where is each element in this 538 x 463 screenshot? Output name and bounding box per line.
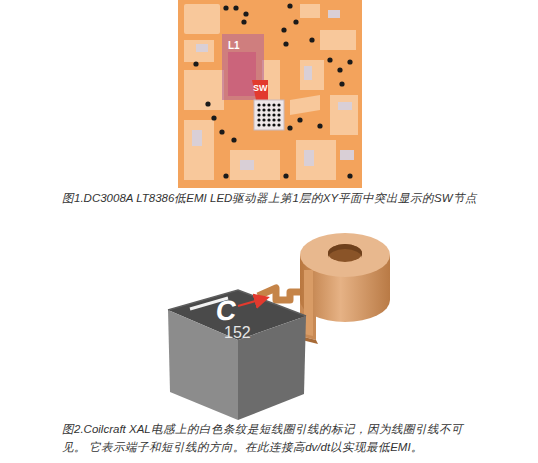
chip-pad <box>272 103 275 106</box>
chip-pad <box>257 118 260 121</box>
chip-pad <box>277 118 280 121</box>
chip-pad <box>277 103 280 106</box>
via <box>347 173 352 178</box>
chip-pad <box>267 123 270 126</box>
pcb-layout <box>178 0 362 188</box>
chip-pad <box>257 103 260 106</box>
chip-pad <box>272 118 275 121</box>
chip-pad <box>262 118 265 121</box>
via <box>293 19 298 24</box>
via <box>339 81 344 86</box>
via <box>281 27 286 32</box>
via <box>219 129 224 134</box>
chip-pad <box>262 123 265 126</box>
figure-caption: 图1.DC3008A LT8386低EMI LED驱动器上第1层的XY平面中突出… <box>62 191 477 206</box>
via <box>231 137 236 142</box>
inductor-body <box>168 290 306 420</box>
chip-pad <box>267 113 270 116</box>
via <box>193 61 198 66</box>
chip-pad <box>262 103 265 106</box>
chip-pad <box>262 108 265 111</box>
chip-pad <box>277 113 280 116</box>
via <box>233 5 238 10</box>
chip-pad <box>262 113 265 116</box>
figure-caption: 图2.Coilcraft XAL电感上的白色条纹是短线圈引线的标记，因为线圈引线… <box>62 420 480 456</box>
chip-pad <box>267 103 270 106</box>
via <box>337 67 342 72</box>
via <box>327 57 332 62</box>
via <box>241 19 246 24</box>
via <box>287 3 292 8</box>
via <box>283 173 288 178</box>
via <box>283 41 288 46</box>
via <box>211 115 216 120</box>
via <box>205 101 210 106</box>
chip-pad <box>257 113 260 116</box>
via <box>223 5 228 10</box>
marking-number: 152 <box>224 324 251 342</box>
via <box>223 173 228 178</box>
chip-pad <box>267 118 270 121</box>
chip-pad <box>272 113 275 116</box>
via <box>243 11 248 16</box>
chip-pad <box>272 123 275 126</box>
chip-pad <box>277 108 280 111</box>
chip-pad <box>272 108 275 111</box>
chip-pad <box>257 123 260 126</box>
node-name: SW <box>253 83 268 93</box>
part-name: L1 <box>228 40 240 51</box>
via <box>317 123 322 128</box>
via <box>297 117 302 122</box>
chip-pad <box>267 108 270 111</box>
via <box>287 125 292 130</box>
via <box>347 59 352 64</box>
chip-pad <box>257 108 260 111</box>
via <box>309 37 314 42</box>
chip-pad <box>277 123 280 126</box>
